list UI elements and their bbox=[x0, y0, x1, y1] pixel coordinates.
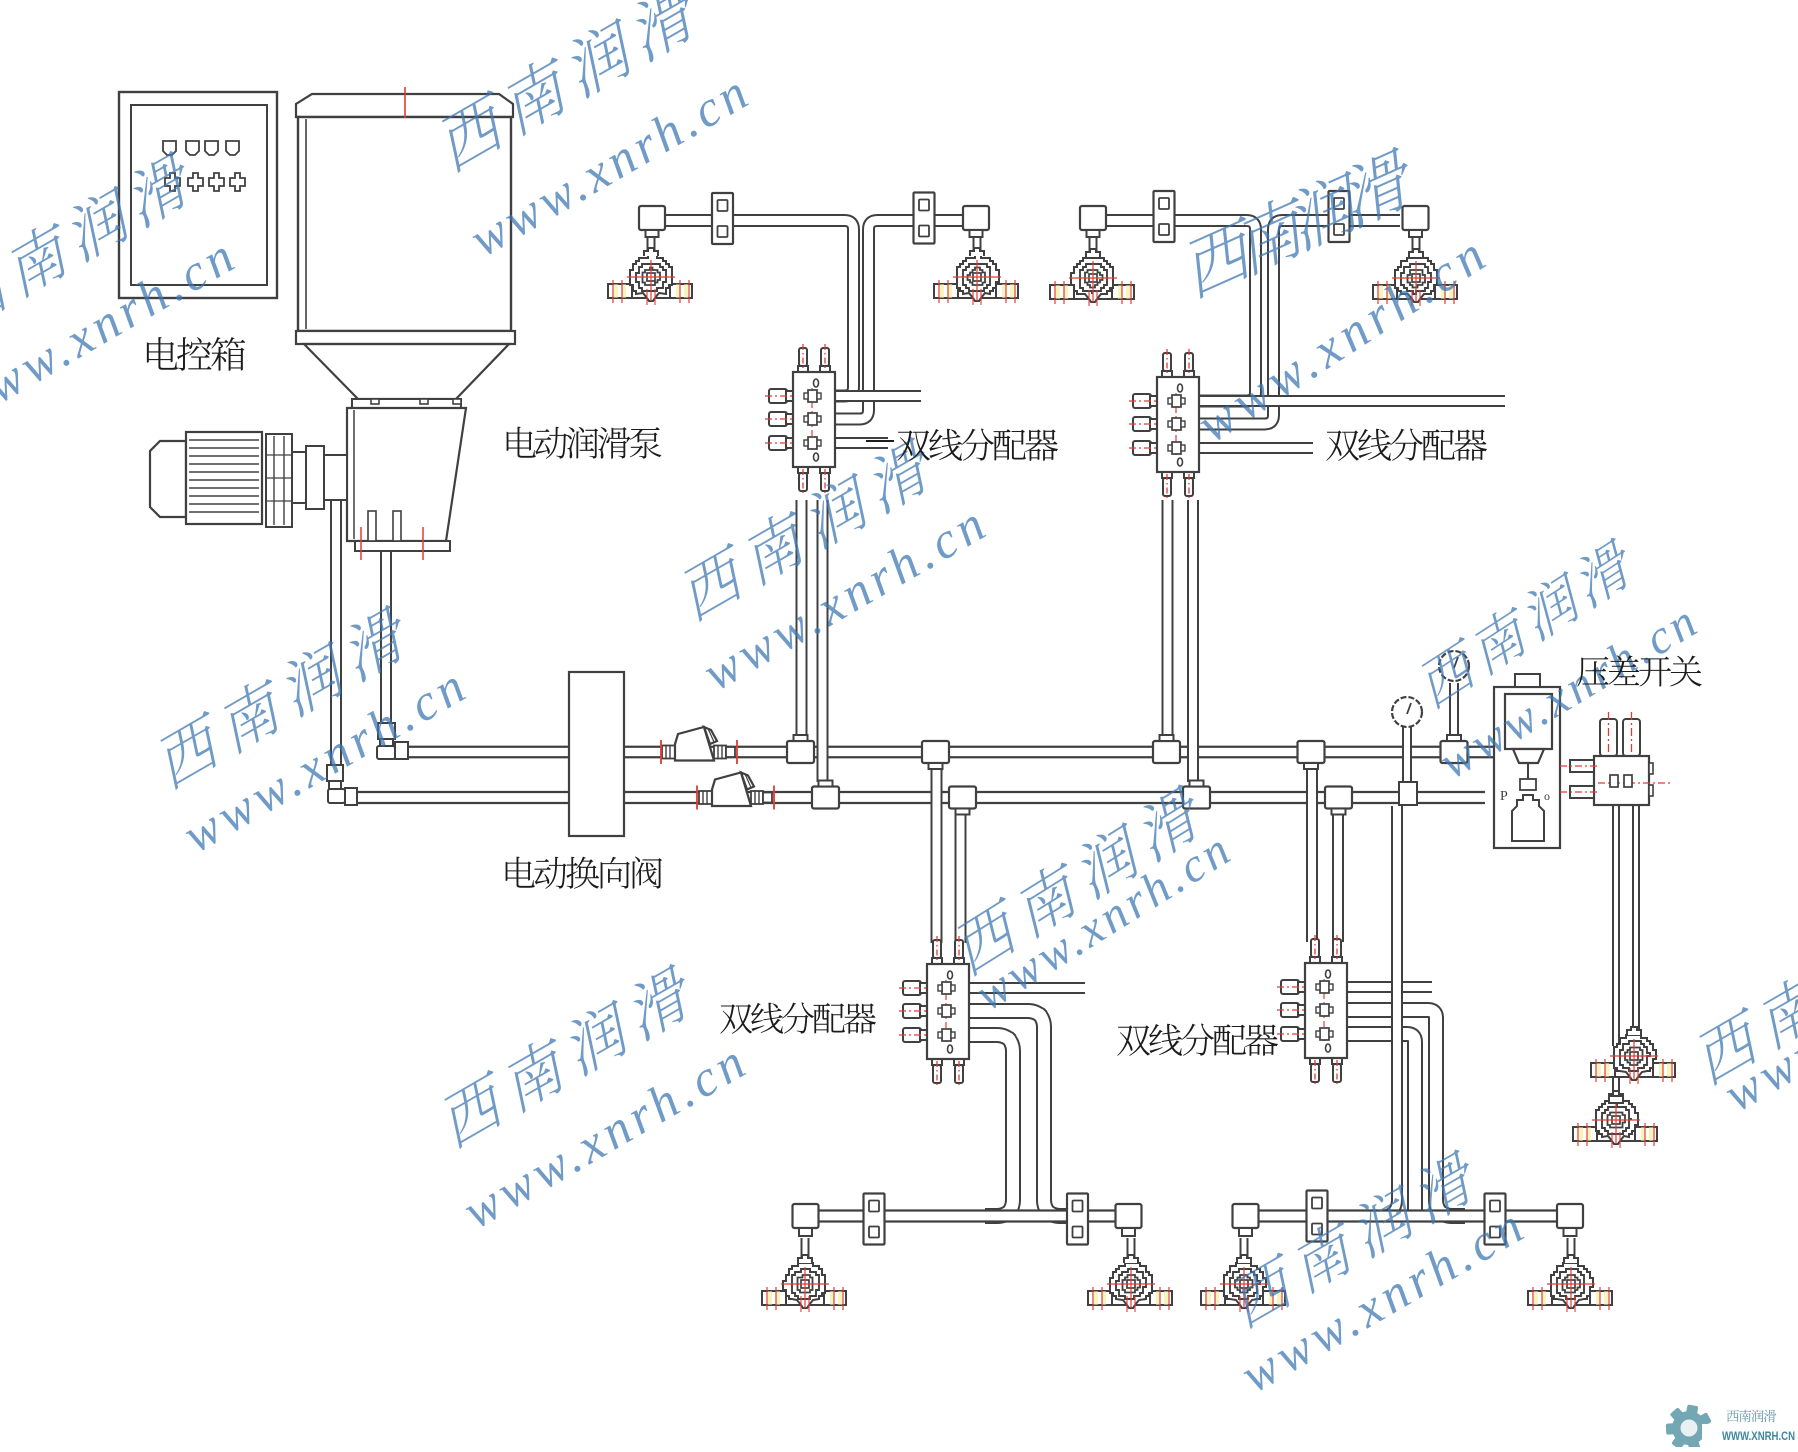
svg-text:o: o bbox=[1544, 789, 1550, 803]
svg-text:WWW.XNRH.CN: WWW.XNRH.CN bbox=[1722, 1431, 1795, 1443]
svg-text:P: P bbox=[1500, 789, 1508, 804]
